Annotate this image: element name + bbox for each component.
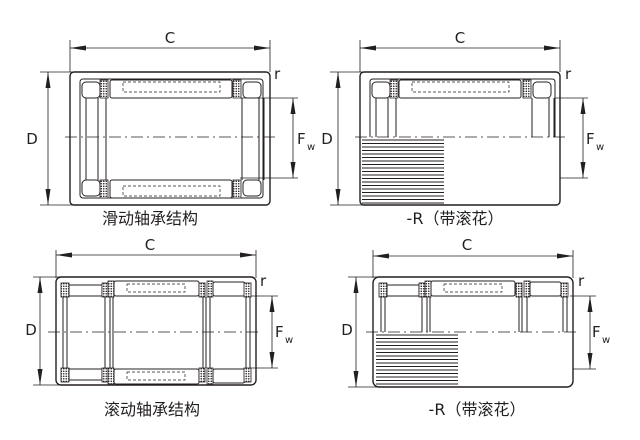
label-c: C — [165, 29, 175, 47]
roller-cage-top — [109, 79, 233, 99]
label-r: r — [274, 65, 281, 83]
figure-knurled-top-right: C D F w r — [321, 29, 604, 228]
seal — [101, 282, 109, 298]
caption: -R（带滚花） — [407, 209, 504, 228]
seal — [389, 79, 399, 99]
caption: 滚动轴承结构 — [104, 400, 200, 419]
seal — [515, 282, 523, 298]
label-w: w — [285, 335, 293, 346]
roller-cage-top — [430, 280, 516, 297]
roller-cage-top — [398, 79, 522, 99]
dimension-fw: F w — [555, 97, 604, 179]
label-d: D — [26, 130, 38, 148]
seal — [243, 367, 252, 383]
seal — [232, 79, 242, 99]
dimension-fw: F w — [250, 295, 293, 369]
figure-plain-shell-bottom-left: C D F w r — [25, 236, 293, 419]
dimension-c: C — [359, 29, 561, 72]
dimension-fw: F w — [240, 97, 315, 179]
label-d: D — [321, 130, 333, 148]
label-w: w — [602, 335, 610, 346]
outer-shell — [359, 71, 561, 206]
seal — [107, 280, 115, 298]
label-c: C — [455, 29, 465, 47]
knurling-hatch — [376, 334, 458, 385]
label-w: w — [596, 142, 604, 153]
seal — [560, 282, 569, 298]
dimension-fw: F w — [570, 295, 610, 370]
seal — [60, 367, 70, 383]
seal — [418, 282, 426, 298]
label-c: C — [462, 236, 472, 254]
label-r: r — [578, 272, 585, 290]
caption: 滑动轴承结构 — [102, 209, 198, 228]
seal — [522, 79, 532, 99]
dimension-c: C — [69, 29, 271, 72]
label-f: F — [297, 130, 306, 148]
seal — [107, 367, 115, 385]
dimension-d: D — [321, 71, 365, 206]
seal — [243, 282, 252, 298]
label-f: F — [275, 323, 284, 341]
dimension-d: D — [25, 276, 62, 386]
outer-shell — [69, 71, 271, 206]
label-w: w — [307, 142, 315, 153]
label-r: r — [260, 272, 267, 290]
outer-shell — [55, 276, 257, 386]
dimension-c: C — [55, 236, 257, 278]
knurling-hatch — [362, 139, 444, 204]
label-d: D — [25, 321, 37, 339]
seal — [206, 367, 214, 385]
dimension-c: C — [372, 236, 574, 278]
caption: -R（带滚花） — [429, 400, 526, 419]
seal — [232, 179, 242, 199]
seal — [99, 179, 109, 199]
label-f: F — [592, 323, 601, 341]
roller-cage-bottom — [109, 179, 233, 199]
seal — [198, 367, 206, 383]
seal — [523, 280, 531, 298]
label-c: C — [145, 236, 155, 254]
figure-knurled-bottom-right: C D F w r — [341, 236, 610, 419]
seal — [206, 280, 214, 298]
label-f: F — [586, 130, 595, 148]
figure-plain-shell-top-left: C D F w r — [26, 29, 315, 228]
label-d: D — [341, 321, 353, 339]
seal — [101, 367, 109, 383]
seal — [198, 282, 206, 298]
seal — [378, 282, 388, 298]
dimension-d: D — [26, 71, 75, 206]
label-r: r — [565, 65, 572, 83]
seal — [60, 282, 70, 298]
seal — [99, 79, 109, 99]
seal — [424, 280, 432, 298]
dimension-d: D — [341, 276, 378, 388]
